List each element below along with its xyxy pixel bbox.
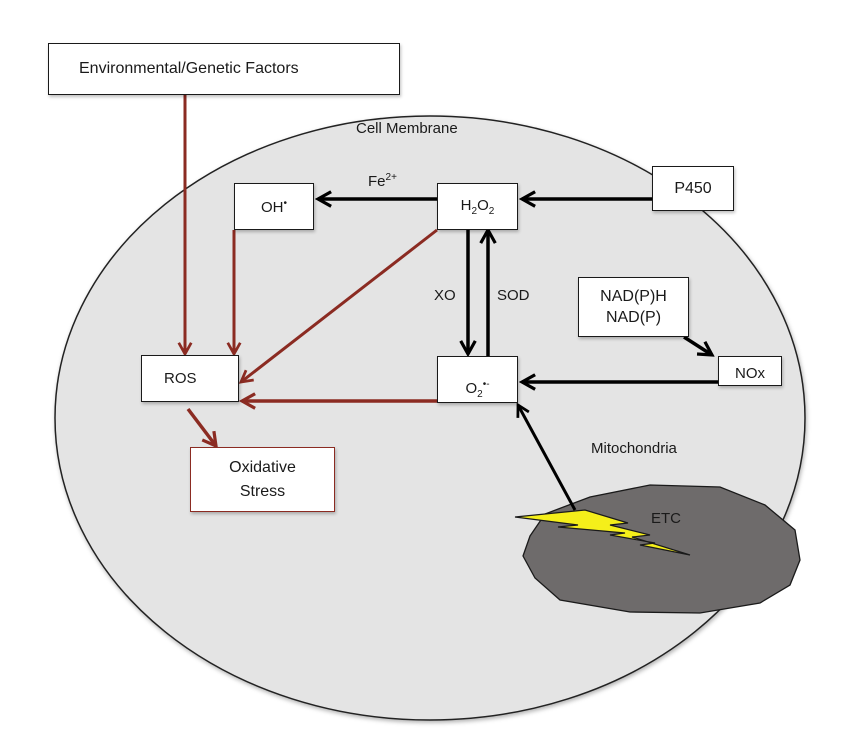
nadph-label: NAD(P)H: [600, 288, 667, 305]
oh-radical-box: OH•: [234, 183, 314, 230]
h2o2-label: H2O2: [460, 196, 495, 217]
arrow-nadph-to-nox: [683, 335, 712, 355]
arrow-etc-to-o2: [518, 405, 577, 511]
lightning-bolt-icon: [514, 509, 691, 556]
oh-radical-label: OH•: [260, 197, 287, 216]
nadph-box: NAD(P)H NAD(P): [578, 277, 689, 337]
env-genetic-factors-box: Environmental/Genetic Factors: [48, 43, 400, 95]
mitochondria-label: Mitochondria: [591, 440, 677, 457]
fe2-label: Fe2+: [368, 172, 397, 190]
p450-label: P450: [674, 179, 712, 197]
env-genetic-factors-label: Environmental/Genetic Factors: [79, 60, 299, 77]
etc-label: ETC: [651, 510, 681, 527]
nadp-label: NAD(P): [605, 309, 662, 326]
oxidative-stress-box: Oxidative Stress: [190, 447, 335, 512]
superoxide-box: O2•-: [437, 356, 518, 403]
stress-label: Stress: [239, 482, 286, 500]
arrow-ros-to-oxidative-stress: [186, 407, 216, 446]
oxidative-label: Oxidative: [229, 458, 296, 476]
arrow-h2o2-to-ros: [241, 228, 438, 382]
p450-box: P450: [652, 166, 734, 211]
cell-membrane-label: Cell Membrane: [356, 120, 458, 137]
xo-label: XO: [434, 287, 456, 304]
nox-label: NOx: [735, 365, 765, 382]
superoxide-label: O2•-: [465, 379, 490, 400]
sod-label: SOD: [497, 287, 530, 304]
h2o2-box: H2O2: [437, 183, 518, 230]
ros-label: ROS: [164, 370, 197, 387]
nox-box: NOx: [718, 356, 782, 386]
ros-box: ROS: [141, 355, 239, 402]
